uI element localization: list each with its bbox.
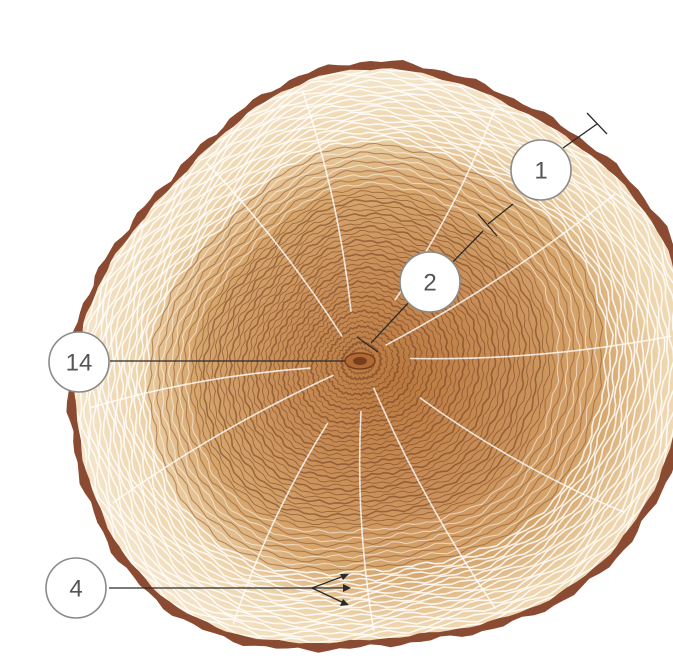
callout-1: 1: [511, 140, 571, 200]
callout-2-label: 2: [423, 270, 436, 297]
callout-14: 14: [49, 332, 109, 392]
callout-4-label: 4: [69, 576, 82, 603]
pith-center: [353, 357, 367, 365]
callout-1-label: 1: [534, 158, 547, 185]
callout-14-label: 14: [66, 350, 93, 377]
pith: [345, 353, 375, 369]
callout-2: 2: [400, 252, 460, 312]
callout-4: 4: [46, 558, 106, 618]
tick-bark-1: [587, 113, 607, 134]
